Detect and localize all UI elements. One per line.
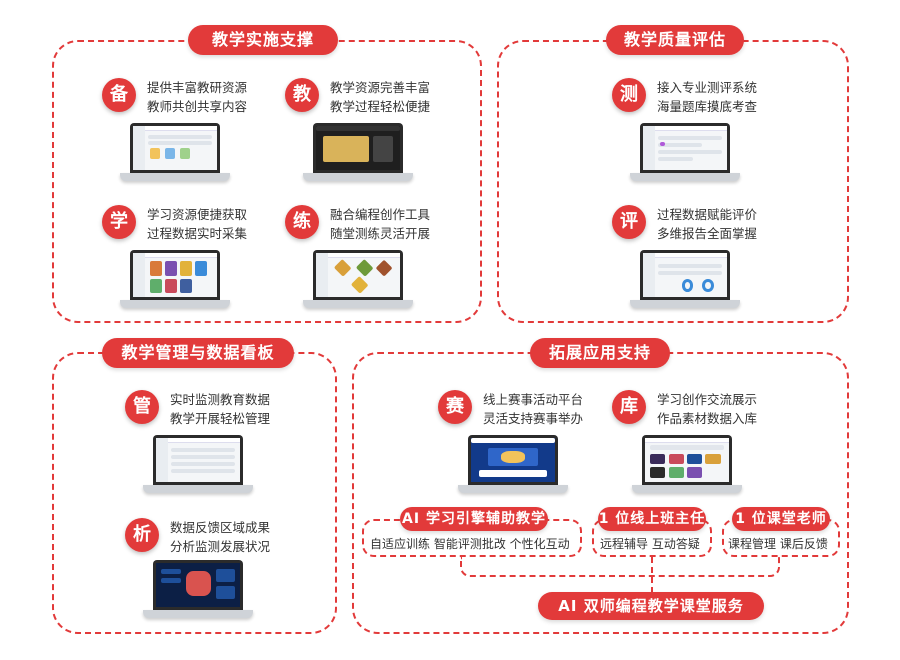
text-sai-line2: 灵活支持赛事举办 — [483, 411, 584, 426]
badge-jiao: 教 — [285, 78, 319, 112]
text-ping-line2: 多维报告全面掌握 — [657, 226, 758, 241]
service-main-title: AI 双师编程教学课堂服务 — [538, 592, 764, 620]
badge-lian: 练 — [285, 205, 319, 239]
text-xi-line2: 分析监测发展状况 — [170, 539, 271, 554]
text-ping-line1: 过程数据赋能评价 — [657, 207, 758, 222]
service-online-title: 1 位线上班主任 — [598, 507, 706, 531]
laptop-xi — [143, 560, 253, 620]
text-lian-line2: 随堂测练灵活开展 — [330, 226, 431, 241]
laptop-xue — [120, 250, 230, 310]
connector-bracket — [460, 557, 780, 577]
badge-xue: 学 — [102, 205, 136, 239]
text-jiao-line1: 教学资源完善丰富 — [330, 80, 431, 95]
text-xue-line1: 学习资源便捷获取 — [147, 207, 248, 222]
laptop-ping — [630, 250, 740, 310]
laptop-sai — [458, 435, 568, 495]
badge-bei: 备 — [102, 78, 136, 112]
service-ai-title: AI 学习引擎辅助教学 — [400, 507, 548, 531]
text-bei-line1: 提供丰富教研资源 — [147, 80, 248, 95]
text-guan-line2: 教学开展轻松管理 — [170, 411, 271, 426]
text-lian-line1: 融合编程创作工具 — [330, 207, 431, 222]
text-jiao-line2: 教学过程轻松便捷 — [330, 99, 431, 114]
text-xue-line2: 过程数据实时采集 — [147, 226, 248, 241]
badge-ce: 测 — [612, 78, 646, 112]
text-xi-line1: 数据反馈区域成果 — [170, 520, 271, 535]
badge-ping: 评 — [612, 205, 646, 239]
text-bei-line2: 教师共创共享内容 — [147, 99, 248, 114]
badge-ku: 库 — [612, 390, 646, 424]
service-ai-detail: 自适应训练 智能评测批改 个性化互动 — [370, 537, 570, 551]
service-class-detail: 课程管理 课后反馈 — [728, 537, 828, 551]
laptop-ku — [632, 435, 742, 495]
laptop-lian — [303, 250, 413, 310]
section-title-teaching-implementation: 教学实施支撑 — [188, 25, 338, 55]
laptop-bei — [120, 123, 230, 183]
text-guan-line1: 实时监测教育数据 — [170, 392, 271, 407]
text-ku-line2: 作品素材数据入库 — [657, 411, 758, 426]
service-class-title: 1 位课堂老师 — [732, 507, 830, 531]
laptop-jiao — [303, 123, 413, 183]
text-ku-line1: 学习创作交流展示 — [657, 392, 758, 407]
section-title-extended-apps: 拓展应用支持 — [530, 338, 670, 368]
badge-sai: 赛 — [438, 390, 472, 424]
text-ce-line1: 接入专业测评系统 — [657, 80, 758, 95]
badge-guan: 管 — [125, 390, 159, 424]
laptop-guan — [143, 435, 253, 495]
badge-xi: 析 — [125, 518, 159, 552]
section-title-quality-assessment: 教学质量评估 — [606, 25, 744, 55]
text-ce-line2: 海量题库摸底考查 — [657, 99, 758, 114]
section-title-management-dashboard: 教学管理与数据看板 — [102, 338, 294, 368]
service-online-detail: 远程辅导 互动答疑 — [600, 537, 700, 551]
laptop-ce — [630, 123, 740, 183]
text-sai-line1: 线上赛事活动平台 — [483, 392, 584, 407]
connector-stem — [651, 557, 653, 593]
